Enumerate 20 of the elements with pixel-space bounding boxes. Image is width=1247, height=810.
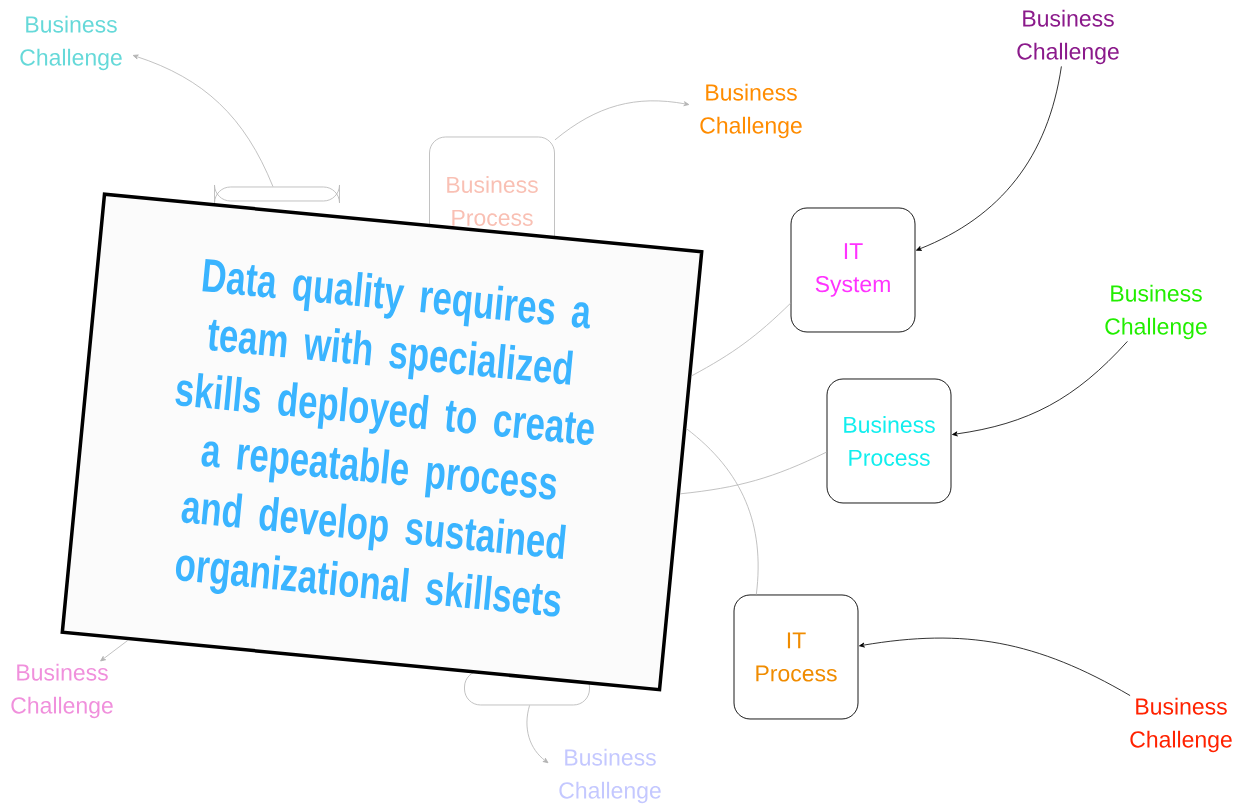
arrow (526, 705, 549, 764)
process-box: IT Process (733, 594, 859, 720)
process-box (214, 184, 340, 204)
text-label: Business Challenge (700, 83, 802, 139)
connector-line (679, 451, 827, 495)
arrow (100, 639, 129, 662)
arrow (859, 637, 1131, 696)
text-label: Business Challenge (1130, 697, 1232, 753)
process-box: IT System (790, 207, 916, 333)
arrow (554, 100, 690, 141)
arrow (952, 341, 1128, 437)
connector-line (686, 428, 759, 595)
text-label: Business Challenge (1017, 9, 1119, 65)
text-label: Business Challenge (559, 748, 661, 804)
process-box: Business Process (826, 378, 952, 504)
arrow (132, 54, 274, 187)
text-label: Business Challenge (1105, 284, 1207, 340)
connector-line (691, 302, 791, 377)
arrow (916, 66, 1062, 251)
text-label: Business Challenge (20, 15, 122, 71)
